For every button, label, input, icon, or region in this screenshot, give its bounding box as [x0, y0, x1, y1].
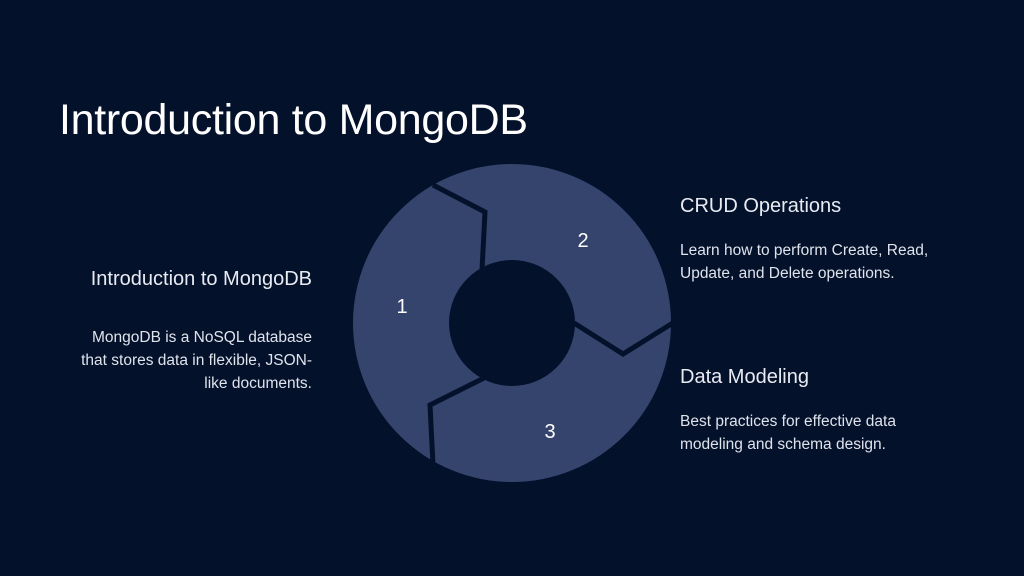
divider-3-1	[427, 375, 486, 466]
segment-3-heading: Data Modeling	[680, 366, 809, 388]
segment-1-heading: Introduction to MongoDB	[90, 268, 312, 290]
segment-1-number: 1	[396, 296, 407, 318]
ring-hole	[449, 260, 575, 386]
segment-3-number: 3	[544, 421, 555, 443]
segment-2-heading: CRUD Operations	[680, 195, 842, 217]
divider-1-2	[431, 182, 488, 271]
segment-1-text: MongoDB is a NoSQL database that stores …	[81, 329, 312, 392]
segment-2-text: Learn how to perform Create, Read, Updat…	[680, 242, 929, 282]
page-title: Introduction to MongoDB	[59, 96, 528, 144]
divider-2-3	[572, 318, 678, 357]
segment-3-text: Best practices for effective data modeli…	[680, 413, 896, 453]
segment-2-number: 2	[577, 230, 588, 252]
